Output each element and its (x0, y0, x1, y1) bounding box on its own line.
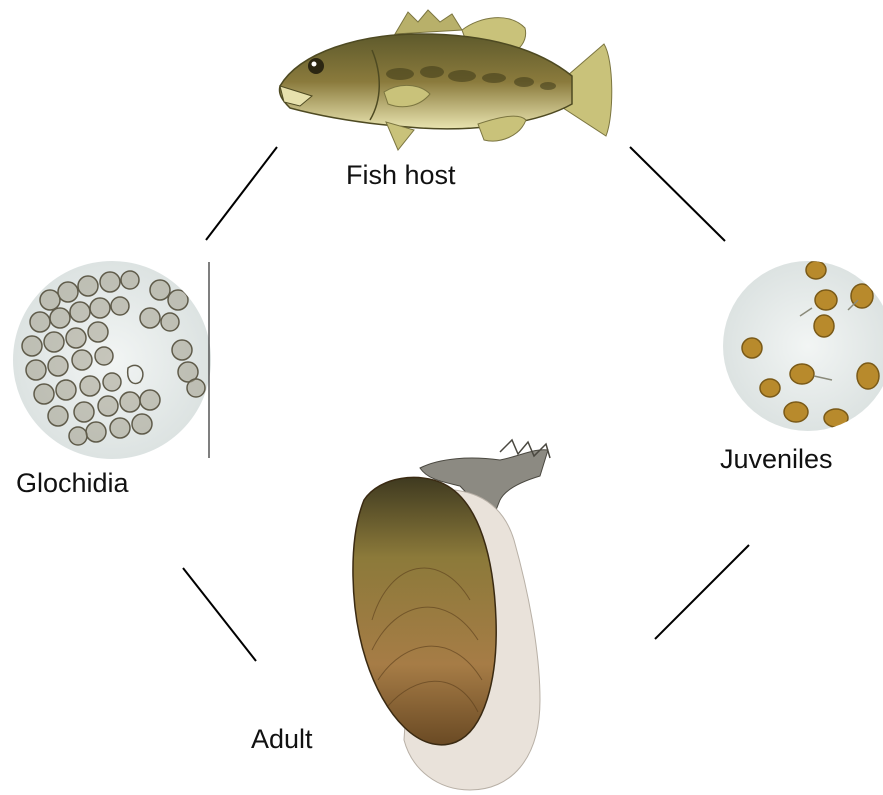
glochidia-micrograph (13, 261, 211, 459)
connector-juveniles-to-adult (655, 545, 749, 639)
connector-fish-to-juveniles (630, 147, 725, 241)
connector-adult-to-glochidia (183, 568, 256, 661)
juveniles-label: Juveniles (720, 446, 833, 473)
connector-glochidia-to-fish (206, 147, 277, 240)
juvenile-mussels-micrograph (723, 261, 883, 431)
fish-host-label: Fish host (346, 162, 456, 189)
glochidia-label: Glochidia (16, 470, 129, 497)
largemouth-bass-image (279, 10, 611, 150)
adult-label: Adult (251, 726, 313, 753)
adult-mussel-image (353, 440, 550, 790)
